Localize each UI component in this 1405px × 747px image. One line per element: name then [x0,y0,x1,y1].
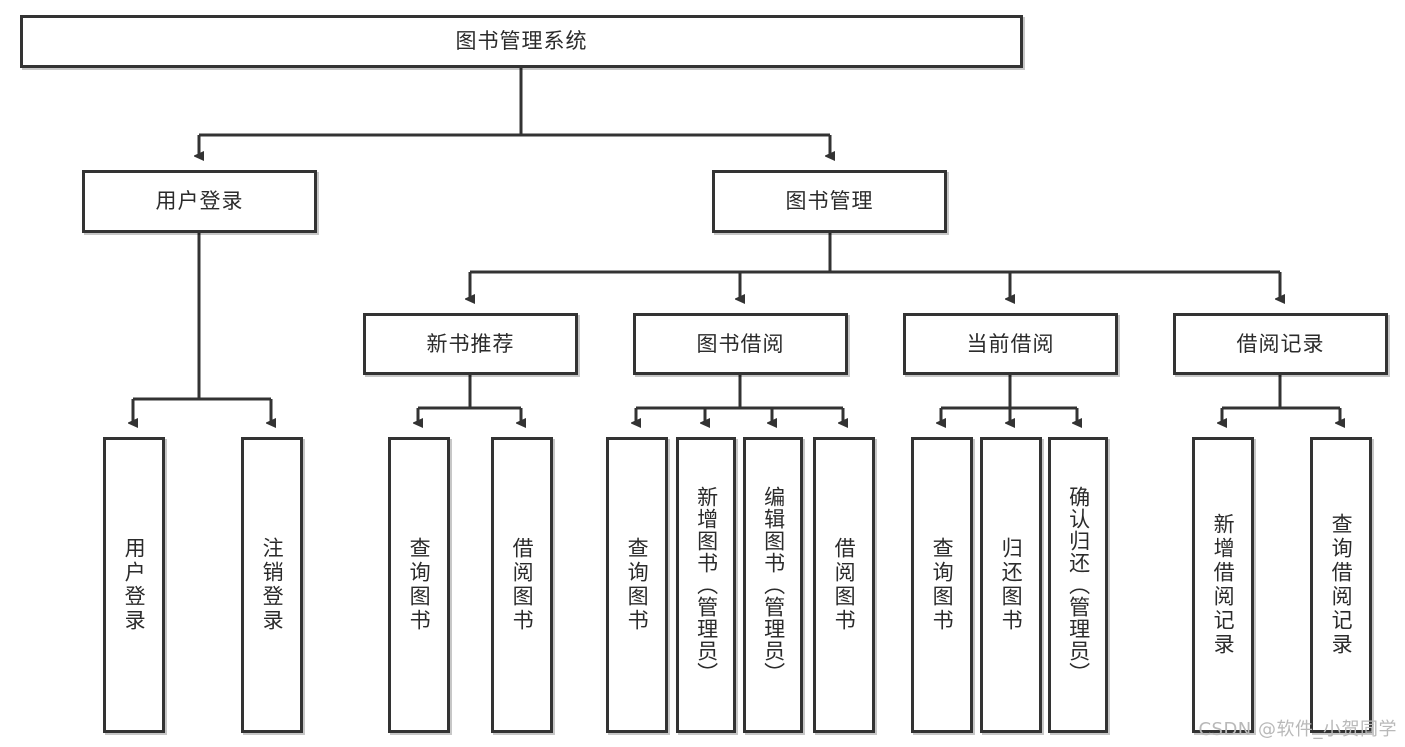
node-root-system[interactable]: 图书管理系统 [20,15,1023,68]
node-book-management[interactable]: 图书管理 [712,170,947,233]
leaf-borrow-borrow-book[interactable]: 借阅图书 [813,437,875,733]
node-label: 编辑图书（管理员） [761,486,786,684]
node-label: 查询图书 [407,537,432,633]
leaf-current-query-book[interactable]: 查询图书 [911,437,973,733]
node-label: 新增图书（管理员） [694,486,719,684]
node-label: 用户登录 [122,537,147,633]
node-label: 当前借阅 [966,331,1055,356]
leaf-record-query-record[interactable]: 查询借阅记录 [1310,437,1372,733]
watermark-text: CSDN @软件_小贺同学 [1198,719,1397,740]
leaf-user-login-login[interactable]: 用户登录 [103,437,165,733]
node-label: 新书推荐 [426,331,515,356]
node-current-borrow[interactable]: 当前借阅 [903,313,1118,375]
leaf-borrow-add-book-admin[interactable]: 新增图书（管理员） [676,437,736,733]
leaf-borrow-query-book[interactable]: 查询图书 [606,437,668,733]
node-label: 确认归还（管理员） [1066,486,1091,684]
node-user-login[interactable]: 用户登录 [82,170,317,233]
node-label: 借阅图书 [510,537,535,633]
node-label: 注销登录 [260,537,285,633]
node-label: 借阅图书 [832,537,857,633]
leaf-recommend-borrow-book[interactable]: 借阅图书 [491,437,553,733]
node-book-borrow[interactable]: 图书借阅 [633,313,848,375]
leaf-current-return-book[interactable]: 归还图书 [980,437,1042,733]
node-label: 图书借阅 [696,331,785,356]
node-label: 图书管理 [785,189,874,214]
node-label: 查询图书 [625,537,650,633]
node-label: 图书管理系统 [455,29,588,54]
node-label: 借阅记录 [1236,331,1325,356]
node-borrow-record[interactable]: 借阅记录 [1173,313,1388,375]
leaf-borrow-edit-book-admin[interactable]: 编辑图书（管理员） [743,437,803,733]
node-label: 归还图书 [999,537,1024,633]
leaf-record-add-record[interactable]: 新增借阅记录 [1192,437,1254,733]
node-label: 查询借阅记录 [1329,513,1354,657]
node-label: 查询图书 [930,537,955,633]
node-label: 新增借阅记录 [1211,513,1236,657]
leaf-user-login-logout[interactable]: 注销登录 [241,437,303,733]
leaf-recommend-query-book[interactable]: 查询图书 [388,437,450,733]
leaf-current-confirm-return-admin[interactable]: 确认归还（管理员） [1048,437,1108,733]
node-new-book-recommend[interactable]: 新书推荐 [363,313,578,375]
node-label: 用户登录 [155,189,244,214]
